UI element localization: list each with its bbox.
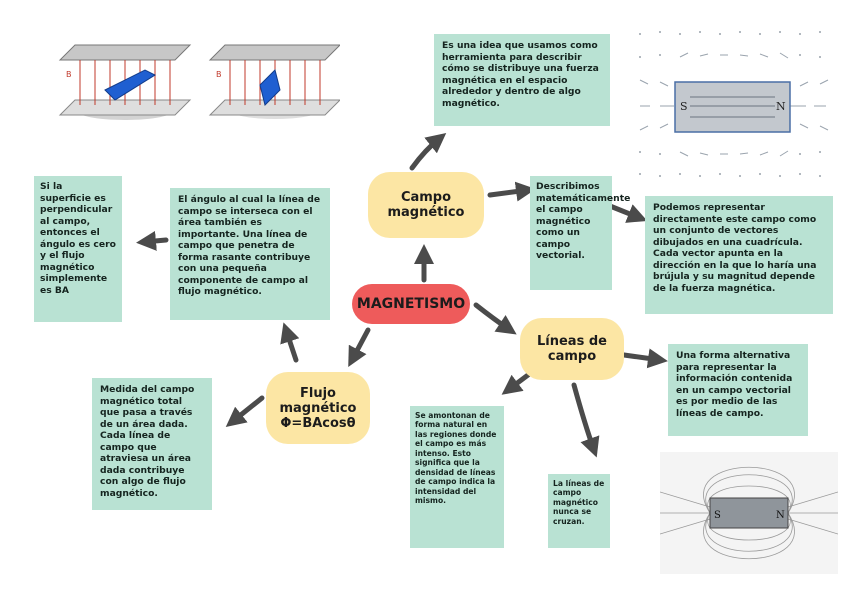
card-lineas-no-cruzan: La líneas de campo magnético nunca se cr…	[548, 474, 610, 548]
svg-text:N: N	[776, 510, 785, 521]
center-label: MAGNETISMO	[356, 296, 466, 312]
field-lines-figure: S N	[660, 452, 838, 574]
arrow-math-to-vector	[607, 203, 648, 223]
card-campo-definicion: Es una idea que usamos como herramienta …	[434, 34, 610, 126]
arrow-center-to-lineas	[473, 302, 517, 335]
node-flujo-formula: Φ=BAcosθ	[280, 415, 356, 431]
bar-magnet-shape-bottom	[709, 497, 789, 529]
card-lineas-densidad: Se amontonan de forma natural en las reg…	[410, 406, 504, 548]
vector-field-dots	[639, 31, 821, 177]
arrow-flujo-to-medida	[225, 395, 265, 427]
magnet-north-label: N	[776, 100, 786, 113]
vector-field-arrows	[639, 52, 829, 157]
center-node-magnetismo: MAGNETISMO	[352, 284, 470, 324]
arrow-angulo-to-perp	[136, 230, 169, 251]
flux-planes-figure: B B	[58, 44, 340, 120]
arrow-campo-to-def	[409, 133, 447, 171]
card-flujo-angulo: El ángulo al cual la línea de campo se i…	[170, 188, 330, 320]
flux-plane-diagram-tilted: B	[208, 44, 340, 119]
node-flujo-label: Flujo magnético	[279, 385, 357, 416]
svg-text:B: B	[66, 70, 72, 79]
card-flujo-perpendicular: Si la superficie es perpendicular al cam…	[34, 176, 122, 322]
bar-magnet-shape	[674, 81, 791, 133]
arrow-lineas-to-alt	[621, 348, 668, 369]
card-campo-matematica: Describimos matemáticamente el campo mag…	[530, 176, 630, 290]
card-flujo-medida: Medida del campo magnético total que pas…	[92, 378, 212, 510]
arrow-flujo-to-angulo	[280, 322, 300, 363]
node-lineas-label: Líneas de campo	[537, 334, 607, 364]
flux-plane-diagram-perpendicular: B	[58, 44, 192, 120]
node-campo-magnetico: Campo magnético	[368, 172, 484, 238]
svg-text:B: B	[216, 70, 222, 79]
node-flujo-magnetico: Flujo magnético Φ=BAcosθ	[266, 372, 370, 444]
card-campo-vectorial: Podemos representar directamente este ca…	[645, 196, 833, 314]
arrow-campo-to-math	[487, 181, 536, 202]
magnet-south-label: S	[680, 100, 688, 113]
node-lineas-de-campo: Líneas de campo	[520, 318, 624, 380]
node-campo-label: Campo magnético	[387, 190, 465, 220]
card-lineas-alternativa: Una forma alternativa para representar l…	[668, 344, 808, 436]
arrow-lineas-to-cruzan	[571, 382, 600, 458]
svg-text:S: S	[714, 510, 721, 521]
vector-field-figure: S N	[639, 31, 829, 177]
arrow-center-to-flujo	[348, 327, 371, 368]
